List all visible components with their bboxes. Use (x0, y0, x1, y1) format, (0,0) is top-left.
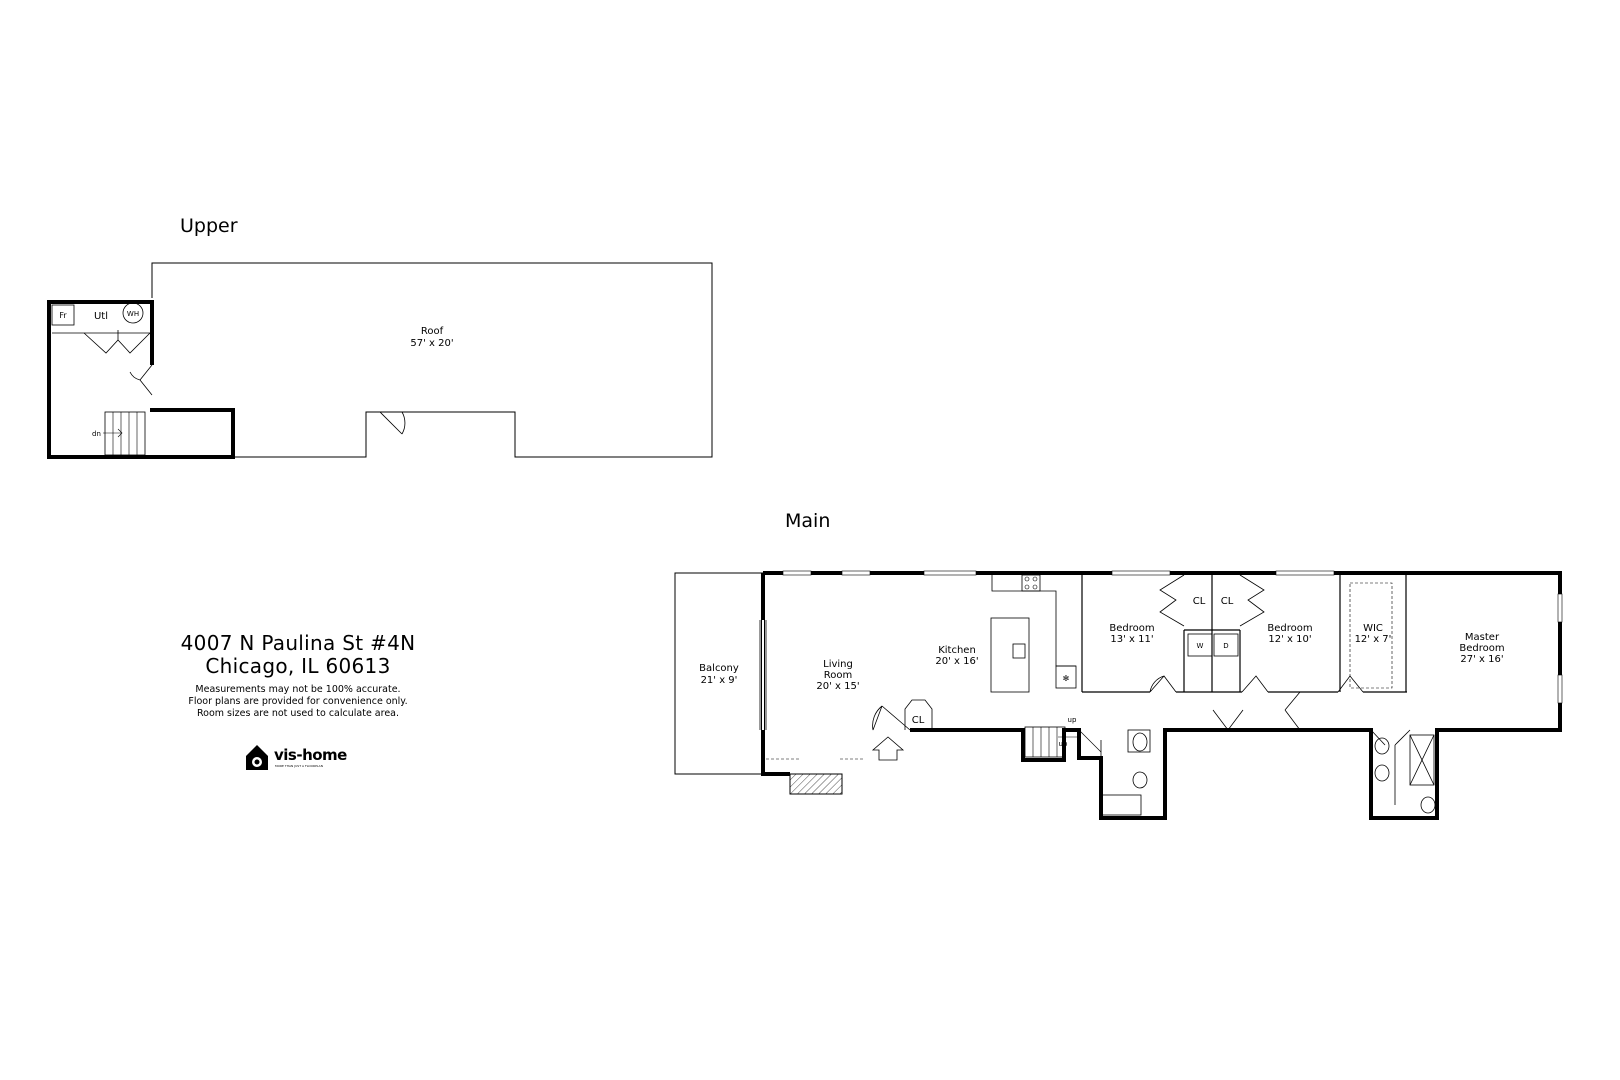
roof-outline (151, 262, 713, 458)
wic-size: 12' x 7' (1355, 634, 1392, 645)
fridge (1055, 665, 1077, 689)
stove-icon (1021, 574, 1041, 592)
utility-walls (47, 300, 235, 459)
dryer-label: D (1223, 642, 1228, 650)
brand-name: vis-home (274, 746, 347, 764)
roof-size: 57' x 20' (410, 338, 453, 349)
furnace-box (51, 304, 75, 326)
living-room-label-2: Room (824, 670, 852, 681)
bedroom1-label: Bedroom (1109, 623, 1154, 634)
main-exterior-walls (763, 571, 1562, 820)
kitchen-label: Kitchen (938, 645, 976, 656)
main-floor-title: Main (785, 510, 830, 532)
master-label-1: Master (1465, 632, 1500, 643)
utility-label: Utl (94, 311, 108, 322)
fireplace (789, 773, 843, 795)
east-windows (1557, 593, 1563, 704)
upper-floor-title: Upper (180, 215, 238, 237)
main-stairs (1024, 726, 1080, 758)
dryer-box (1213, 633, 1239, 657)
disclaimer-line-3: Room sizes are not used to calculate are… (196, 708, 400, 719)
wic-rod (1349, 582, 1393, 689)
utility-door-icon (129, 364, 153, 396)
house-camera-icon (246, 745, 268, 770)
entry-closet (904, 699, 933, 730)
master-bath (1370, 729, 1436, 814)
top-windows (782, 570, 1335, 576)
bedroom2-size: 12' x 10' (1268, 634, 1311, 645)
upper-stairs (103, 411, 146, 456)
utility-closet-door-icon (83, 330, 151, 354)
disclaimer-line-2: Floor plans are provided for convenience… (188, 696, 408, 707)
entry-arrow-icon (871, 736, 905, 761)
living-room-size: 20' x 15' (816, 681, 859, 692)
water-heater-label: WH (127, 310, 139, 318)
main-west-walls (761, 573, 790, 776)
balcony-label: Balcony (699, 663, 739, 674)
furnace-label: Fr (59, 311, 67, 320)
address-block: 4007 N Paulina St #4N Chicago, IL 60613 … (140, 632, 456, 720)
balcony-size: 21' x 9' (701, 675, 738, 686)
wic-label: WIC (1363, 623, 1383, 634)
upper-stairs-label: dn (92, 430, 101, 438)
hall-door-icon (1212, 691, 1301, 731)
disclaimer-line-1: Measurements may not be 100% accurate. (195, 684, 401, 695)
stairs-up-label-1: up (1068, 716, 1077, 724)
interior-walls (1081, 575, 1407, 693)
stairs-up-label-2: up (1059, 740, 1068, 748)
kitchen-size: 20' x 16' (935, 656, 978, 667)
roof-label: Roof (421, 326, 444, 337)
bedroom2-label: Bedroom (1267, 623, 1312, 634)
closet1-label: CL (1193, 596, 1206, 607)
address-line-1: 4007 N Paulina St #4N (180, 631, 416, 655)
hall-bath (1078, 729, 1151, 816)
master-size: 27' x 16' (1460, 654, 1503, 665)
entry-closet-label: CL (912, 715, 925, 726)
water-heater-icon (122, 302, 144, 324)
address-line-2: Chicago, IL 60613 (205, 654, 391, 678)
snowflake-icon: ✻ (1063, 674, 1070, 683)
wic-door-icon (1337, 675, 1364, 693)
upper-floor: Upper Roof 57' x 20' Fr WH Utl dn (47, 215, 713, 459)
washer-label: W (1197, 642, 1204, 650)
brand-tagline: MORE THAN JUST A FLOORPLAN (275, 764, 323, 768)
living-room-label-1: Living (823, 659, 853, 670)
sink-icon (1012, 643, 1026, 659)
closet2-label: CL (1221, 596, 1234, 607)
bedroom1-size: 13' x 11' (1110, 634, 1153, 645)
bedroom-closets (1159, 574, 1265, 627)
washer-box (1187, 633, 1213, 657)
master-label-2: Bedroom (1459, 643, 1504, 654)
brand-logo: vis-home MORE THAN JUST A FLOORPLAN (244, 742, 354, 772)
bedroom2-door-icon (1241, 675, 1269, 693)
roof-door-icon (379, 411, 406, 435)
kitchen-island (990, 617, 1030, 693)
entry-door-icon (872, 705, 911, 731)
main-floor: Main Balcony 21' x 9' (674, 510, 1563, 820)
bedroom1-door-icon (1149, 675, 1177, 693)
